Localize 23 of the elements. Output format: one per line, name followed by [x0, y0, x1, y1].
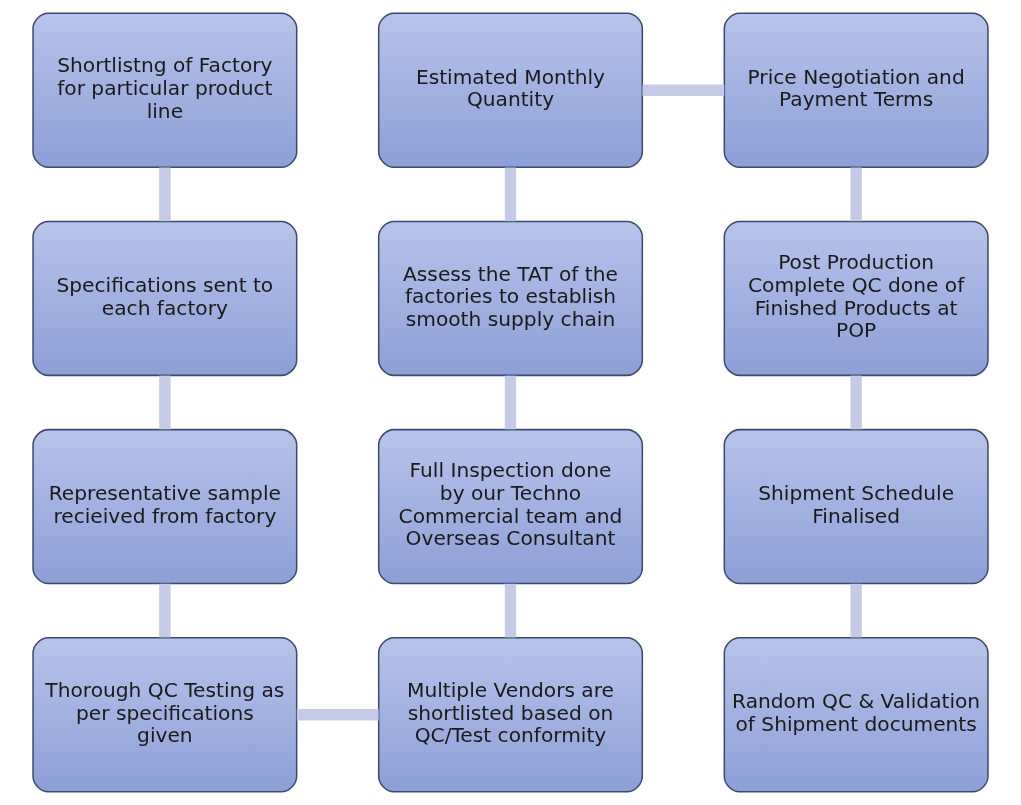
connector — [159, 375, 171, 430]
node-box: Post Production Complete QC done of Finished Products at POP — [723, 220, 989, 377]
node-box: Representative sample recieived from factory — [32, 428, 298, 585]
connector — [850, 583, 862, 638]
connector — [504, 375, 517, 430]
node-box: Estimated Monthly Quantity — [377, 12, 644, 168]
node-box: Full Inspection done by our Techno Commercial team and Overseas Consultant — [377, 428, 644, 585]
node-box: Random QC & Validation of Shipment documents — [723, 637, 989, 793]
node-box: Price Negotiation and Payment Terms — [723, 12, 989, 168]
connector — [850, 375, 862, 430]
connector — [642, 84, 725, 96]
node-box: Assess the TAT of the factories to establish smooth supply chain — [377, 220, 644, 377]
connector — [504, 167, 517, 222]
connector — [296, 709, 379, 721]
node-box: Specifications sent to each factory — [32, 220, 298, 377]
node-box: Shipment Schedule Finalised — [723, 428, 989, 585]
connector — [850, 167, 862, 222]
node-box: Shortlistng of Factory for particular product line — [32, 12, 298, 168]
connector — [159, 583, 171, 638]
connector — [504, 583, 517, 638]
node-box: Multiple Vendors are shortlisted based on QC/Test conformity — [377, 637, 644, 793]
connector — [159, 167, 171, 222]
node-box: Thorough QC Testing as per specifications given — [32, 637, 298, 793]
